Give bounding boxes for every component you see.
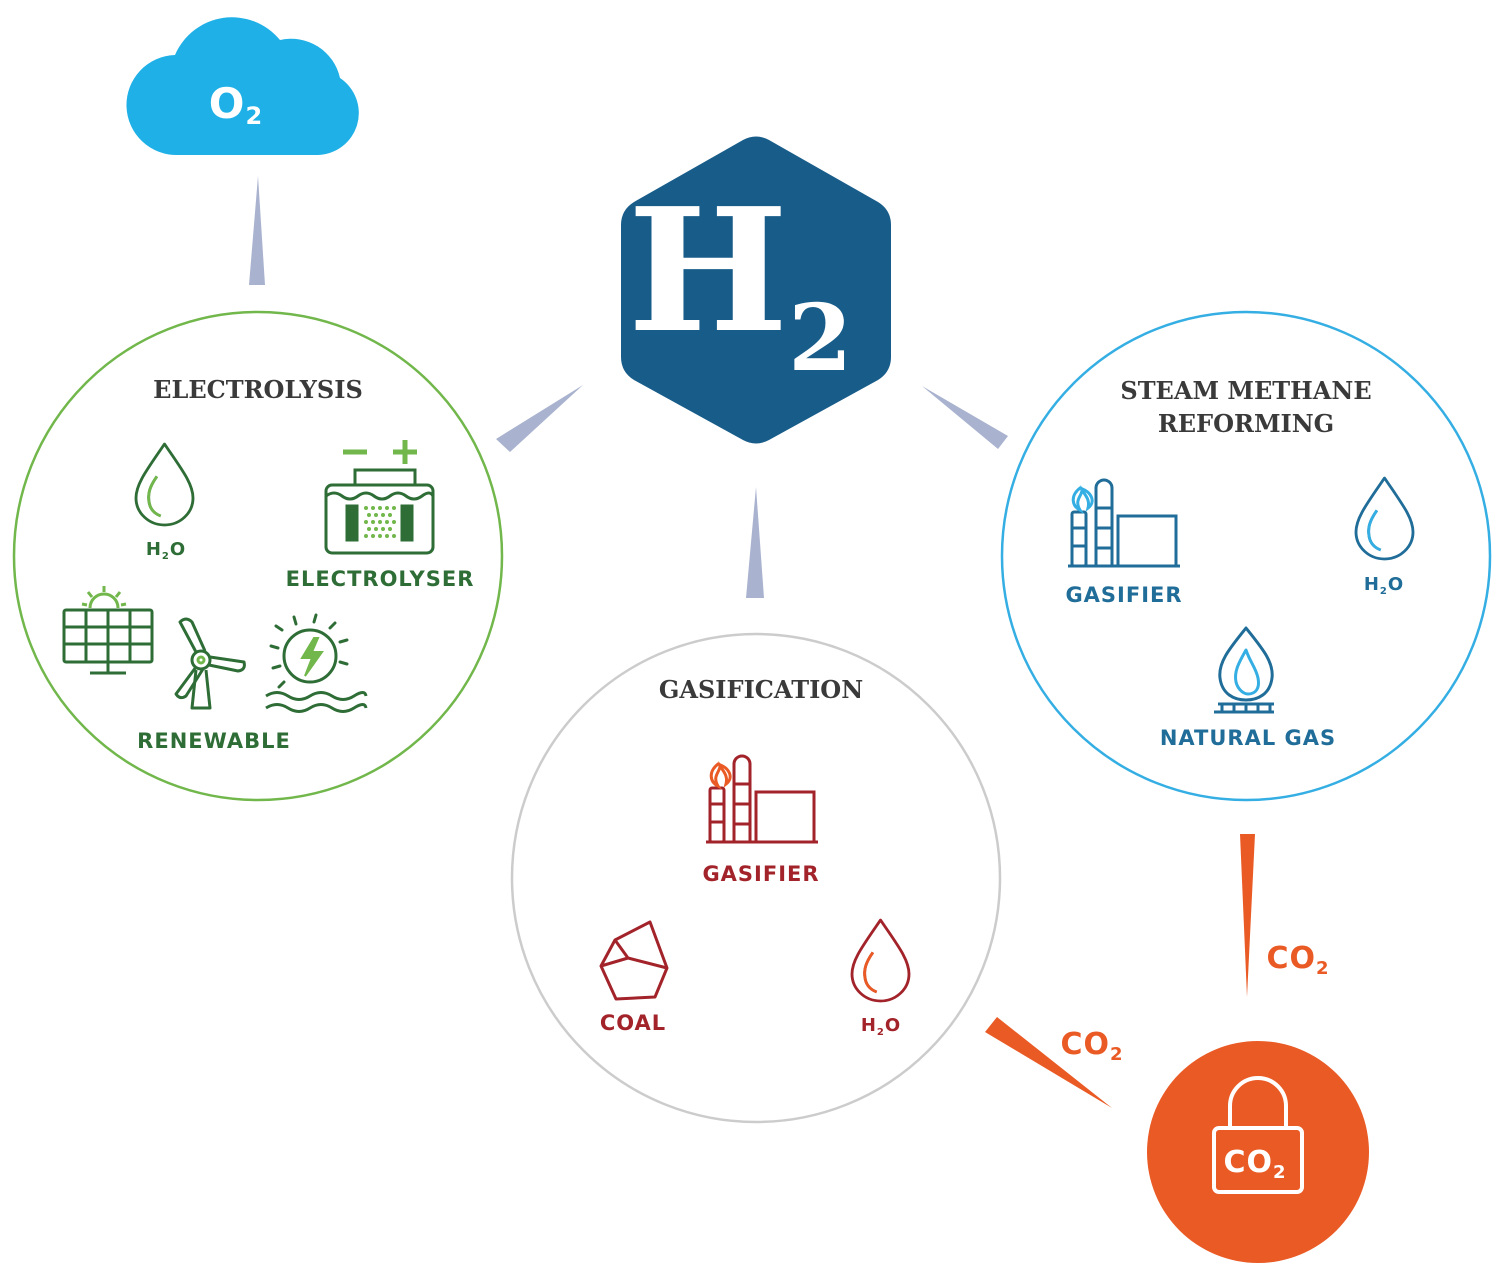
wind-turbine-icon (174, 617, 246, 710)
co2-storage-sub: 2 (1273, 1162, 1287, 1183)
oxygen-cloud: O2 (126, 17, 359, 156)
co2-flow-label-smr: CO (1266, 941, 1316, 976)
svg-text:H2O: H2O (1364, 574, 1404, 597)
co2-storage-circle (1147, 1041, 1369, 1263)
water-label-tail: O (1388, 574, 1404, 595)
smr-circle (1000, 310, 1492, 802)
water-drop-icon (134, 442, 195, 527)
co2-flow-sub-smr: 2 (1316, 958, 1330, 979)
natural-gas-label: NATURAL GAS (1160, 726, 1336, 750)
co2-storage: CO2 (1147, 1041, 1369, 1263)
hydrogen-symbol: H (628, 171, 789, 371)
solar-panel-icon (62, 586, 154, 675)
co2-storage-label: CO (1223, 1145, 1273, 1180)
co2-flow-sub-gasification: 2 (1110, 1044, 1124, 1065)
smr-title-line2: REFORMING (1158, 409, 1334, 438)
gas-flame-icon (1214, 626, 1274, 714)
gasifier-icon (704, 754, 820, 844)
svg-text:H2O: H2O (146, 539, 186, 562)
padlock-icon (1212, 1076, 1304, 1194)
water-label-sub: 2 (162, 551, 170, 562)
svg-text:CO2: CO2 (1060, 1027, 1123, 1065)
water-drop-accent (863, 951, 878, 994)
water-label-main: H (1364, 574, 1380, 595)
svg-text:CO2: CO2 (1223, 1145, 1286, 1183)
electrolyser-label: ELECTROLYSER (286, 567, 475, 591)
svg-text:O2: O2 (209, 79, 263, 130)
co2-flow-label-gasification: CO (1060, 1027, 1110, 1062)
smr-title-line1: STEAM METHANE (1120, 376, 1371, 405)
electrolysis-panel: ELECTROLYSIS H2O EL (12, 310, 504, 802)
gasification-circle (510, 632, 1002, 1124)
hydro-turbine-icon (265, 613, 368, 713)
hydrogen-subscript: 2 (788, 284, 852, 392)
hydrogen-hexagon: H2 (621, 136, 891, 444)
connector-to-oxygen (249, 176, 265, 285)
svg-text:H2O: H2O (861, 1015, 901, 1038)
svg-text:H2: H2 (628, 171, 853, 392)
co2-flow-gasification (985, 1017, 1112, 1108)
connector-to-electrolysis (496, 385, 583, 452)
svg-text:CO2: CO2 (1266, 941, 1329, 979)
renewable-label: RENEWABLE (137, 729, 291, 753)
smr-gasifier-label: GASIFIER (1065, 583, 1182, 607)
coal-icon (599, 920, 669, 1001)
gasifier-label: GASIFIER (702, 862, 819, 886)
co2-flow-smr (1240, 834, 1255, 997)
gasification-title: GASIFICATION (659, 675, 863, 704)
electrolyser-icon (324, 440, 435, 555)
gasifier-icon (1066, 478, 1182, 568)
water-label-tail: O (170, 539, 186, 560)
water-label-tail: O (885, 1015, 901, 1036)
water-label-main: H (146, 539, 162, 560)
oxygen-symbol: O (209, 79, 246, 128)
connector-to-smr (922, 386, 1008, 449)
electrolysis-title: ELECTROLYSIS (153, 375, 363, 404)
water-drop-icon (850, 918, 911, 1003)
water-label-sub: 2 (877, 1027, 885, 1038)
water-drop-icon (1354, 476, 1415, 561)
cloud-icon (126, 17, 359, 156)
electrolysis-circle (12, 310, 504, 802)
connectors (249, 176, 1255, 1108)
water-drop-accent (147, 475, 162, 518)
water-label-main: H (861, 1015, 877, 1036)
oxygen-subscript: 2 (246, 102, 264, 130)
coal-label: COAL (600, 1011, 666, 1035)
smr-panel: STEAM METHANE REFORMING GASIFIER H2O NAT… (1000, 310, 1492, 802)
hexagon-shape (621, 136, 891, 444)
water-label-sub: 2 (1380, 586, 1388, 597)
gasification-panel: GASIFICATION GASIFIER COAL H2O (510, 632, 1002, 1124)
connector-to-gasification (746, 487, 764, 598)
water-drop-accent (1367, 509, 1382, 552)
